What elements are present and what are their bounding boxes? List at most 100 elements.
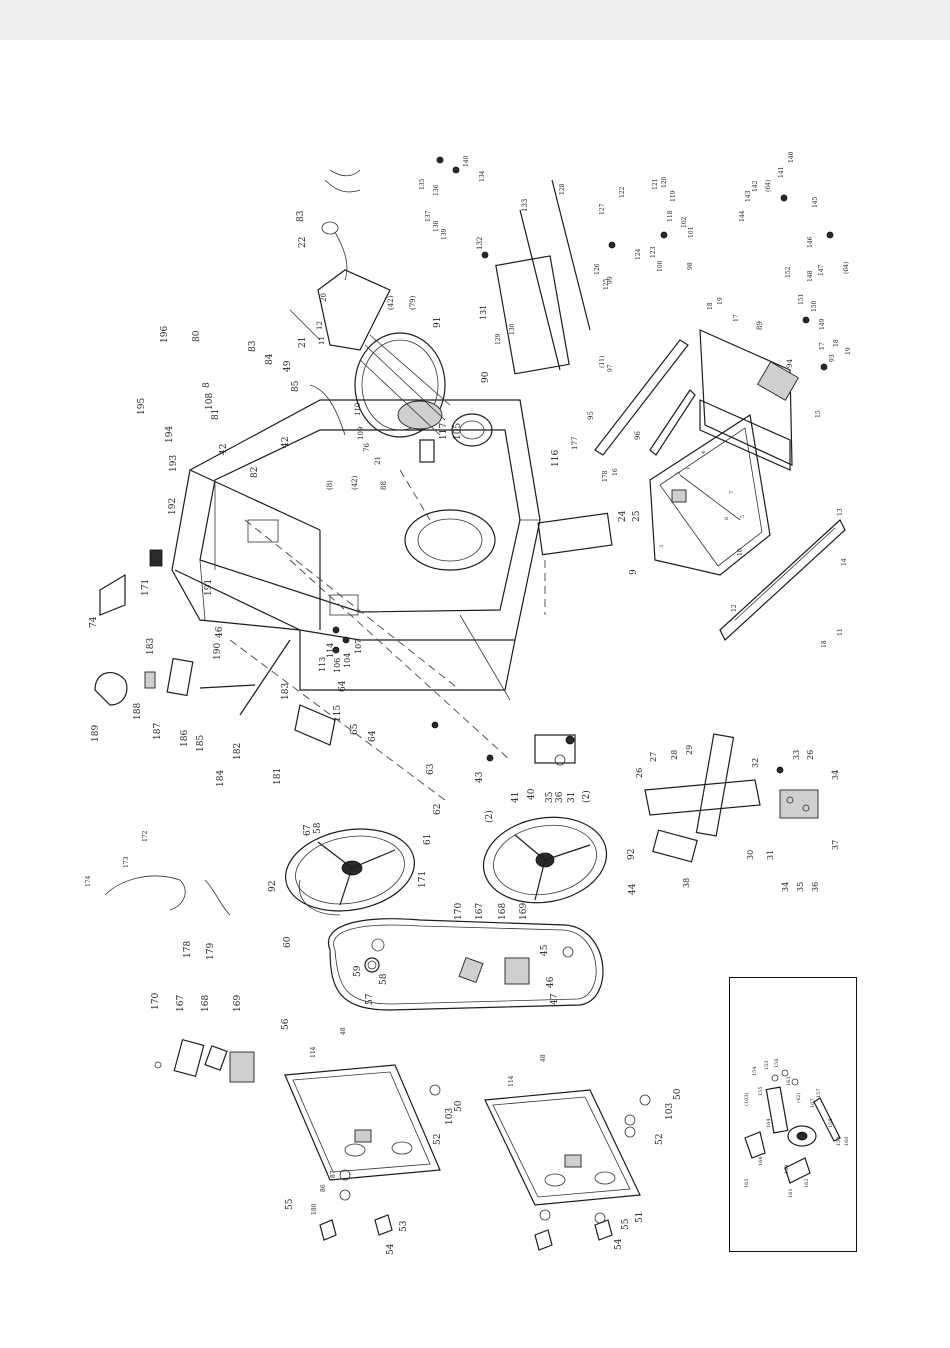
callout-label: 85 xyxy=(291,380,301,392)
callout-label: 95 xyxy=(587,411,595,420)
callout-label: 100 xyxy=(657,260,664,272)
callout-label: 46 xyxy=(546,976,556,988)
callout-label: 19 xyxy=(717,297,724,305)
inset-label: 163 xyxy=(786,1076,792,1086)
callout-label: 59 xyxy=(353,965,363,977)
callout-label: 11 xyxy=(837,628,844,636)
callout-label: 36 xyxy=(811,882,820,892)
callout-label: 41 xyxy=(511,792,521,803)
callout-label: 48 xyxy=(540,1054,547,1062)
callout-label: 21 xyxy=(374,456,382,465)
callout-label: 83 xyxy=(248,340,258,352)
inset-label: 153 xyxy=(764,1060,770,1070)
inset-label: 164 xyxy=(766,1118,772,1128)
callout-label: 180 xyxy=(311,1203,318,1215)
callout-label: 52 xyxy=(433,1134,443,1145)
lower-wheel xyxy=(482,816,608,904)
callout-label: 42 xyxy=(281,437,291,448)
callout-label: 35 xyxy=(545,791,555,803)
callout-label: 99 xyxy=(607,276,614,284)
callout-label: 18 xyxy=(707,302,714,310)
callout-label: 120 xyxy=(661,176,668,188)
inset-label: 155 xyxy=(758,1086,764,1096)
callout-label: 152 xyxy=(785,266,792,278)
callout-label: 40 xyxy=(527,788,537,800)
callout-label: 183 xyxy=(281,683,291,700)
callout-label: 171 xyxy=(141,579,151,596)
callout-label: 127 xyxy=(599,203,606,215)
callout-label: 45 xyxy=(540,944,550,956)
callout-label: 26 xyxy=(806,750,815,760)
inset-label: 166 xyxy=(758,1156,764,1166)
callout-label: 140 xyxy=(788,151,795,163)
callout-label: 53 xyxy=(399,1220,409,1232)
assembly-guide-lines xyxy=(229,469,546,801)
inset-label: 154 xyxy=(752,1066,758,1076)
callout-label: 16 xyxy=(612,468,619,476)
upper-wheel xyxy=(285,828,415,916)
callout-label: 189 xyxy=(91,725,101,742)
callout-label: 3 xyxy=(659,545,665,548)
callout-label: 31 xyxy=(567,792,577,803)
callout-label: 168 xyxy=(498,903,508,920)
callout-label: 67 xyxy=(303,824,313,836)
callout-label: 131 xyxy=(479,305,488,320)
callout-label: 172 xyxy=(142,830,149,842)
callout-label: 18 xyxy=(833,339,840,347)
callout-label: 89 xyxy=(756,321,764,330)
guide-post-assembly xyxy=(534,733,819,863)
callout-label: 126 xyxy=(594,263,601,275)
callout-label: 82 xyxy=(250,467,260,478)
callout-label: 13 xyxy=(837,508,844,516)
callout-label: 17 xyxy=(733,314,740,322)
callout-label: 125 xyxy=(603,278,610,290)
callout-label: 151 xyxy=(798,294,805,305)
fence-rails xyxy=(495,179,591,375)
callout-label: 122 xyxy=(619,186,626,198)
lower-door xyxy=(484,1089,641,1206)
callout-label: 4 xyxy=(701,451,707,454)
callout-label: 64 xyxy=(368,730,378,742)
callout-label: 141 xyxy=(778,167,785,178)
fasteners xyxy=(319,156,834,1251)
callout-label: 182 xyxy=(233,743,243,760)
callout-label: 103 xyxy=(665,1103,675,1120)
callout-label: 46 xyxy=(215,626,225,638)
callout-label: 80 xyxy=(192,330,202,342)
callout-label: 84 xyxy=(265,353,275,365)
callout-label: 109 xyxy=(357,427,365,440)
callout-label: 93 xyxy=(829,354,836,362)
callout-label: 63 xyxy=(426,763,436,775)
main-frame xyxy=(171,399,613,691)
callout-label: 34 xyxy=(831,770,840,780)
callout-label: 178 xyxy=(183,941,193,958)
callout-label: 43 xyxy=(475,771,485,783)
callout-label: 6 xyxy=(724,517,730,520)
callout-label: 92 xyxy=(268,881,278,892)
inset-label: 161 xyxy=(788,1188,794,1198)
callout-label: 54 xyxy=(386,1243,396,1255)
callout-label: (2) xyxy=(484,810,495,823)
callout-label: 129 xyxy=(495,333,502,345)
callout-label: 148 xyxy=(807,270,814,282)
callout-label: 65 xyxy=(350,723,360,735)
callout-label: (64) xyxy=(765,180,772,192)
callout-label: 181 xyxy=(273,768,283,785)
callout-label: (42) xyxy=(351,475,359,490)
callout-label: 150 xyxy=(811,300,818,312)
callout-label: 29 xyxy=(685,745,694,755)
callout-label: 179 xyxy=(206,943,216,960)
callout-label: 170 xyxy=(454,903,464,920)
callout-label: 90 xyxy=(481,371,491,383)
inset-label: (103) xyxy=(743,1093,750,1106)
callout-label: 5 xyxy=(740,515,746,518)
callout-label: 146 xyxy=(807,236,814,248)
inset-label: 165 xyxy=(744,1178,750,1188)
callout-label: 49 xyxy=(283,360,293,372)
callout-label: 169 xyxy=(519,903,529,920)
callout-label: 124 xyxy=(635,248,642,260)
callout-label: 135 xyxy=(419,178,426,190)
callout-label: 167 xyxy=(176,995,186,1012)
callout-label: (8) xyxy=(326,480,334,490)
callout-label: 1 xyxy=(686,467,692,470)
